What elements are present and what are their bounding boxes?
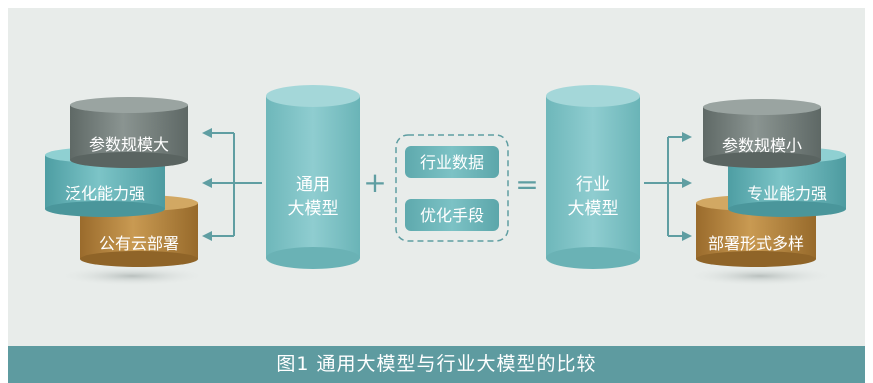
comparison-diagram: 公有云部署 泛化能力强 参数规模大 通用 大模型 + [45, 85, 846, 286]
left-disc-middle-label: 泛化能力强 [65, 184, 145, 203]
right-stack-shadow [685, 266, 835, 286]
equals-sign: = [515, 168, 538, 201]
input-industry-data: 行业数据 [405, 146, 499, 178]
left-disc-top-label: 参数规模大 [89, 135, 169, 154]
right-disc-top-label: 参数规模小 [722, 136, 802, 155]
industry-model-label-line2: 大模型 [568, 199, 619, 219]
left-bracket-arrows [202, 128, 262, 241]
left-disc-top: 参数规模大 [70, 97, 188, 168]
industry-model-cylinder: 行业 大模型 [546, 85, 640, 269]
general-model-label-line2: 大模型 [288, 199, 339, 219]
right-disc-bottom-label: 部署形式多样 [708, 234, 804, 253]
input-industry-data-label: 行业数据 [420, 153, 484, 172]
general-model-label-line1: 通用 [296, 175, 330, 195]
right-disc-stack: 部署形式多样 专业能力强 参数规模小 [685, 99, 846, 286]
input-optimization-label: 优化手段 [420, 206, 484, 225]
input-optimization: 优化手段 [405, 199, 499, 231]
left-stack-shadow [57, 266, 207, 286]
right-bracket-arrows [644, 132, 692, 241]
left-disc-bottom-label: 公有云部署 [99, 234, 179, 253]
plus-sign: + [363, 166, 386, 199]
inputs-dashed-frame [395, 134, 509, 242]
left-disc-stack: 公有云部署 泛化能力强 参数规模大 [45, 97, 207, 286]
inputs-group: 行业数据 优化手段 [395, 134, 509, 242]
industry-model-label-line1: 行业 [576, 175, 610, 195]
general-model-cylinder: 通用 大模型 [266, 85, 360, 269]
right-disc-middle-label: 专业能力强 [747, 184, 827, 203]
right-disc-top: 参数规模小 [703, 99, 821, 168]
figure-caption: 图1 通用大模型与行业大模型的比较 [8, 346, 865, 383]
